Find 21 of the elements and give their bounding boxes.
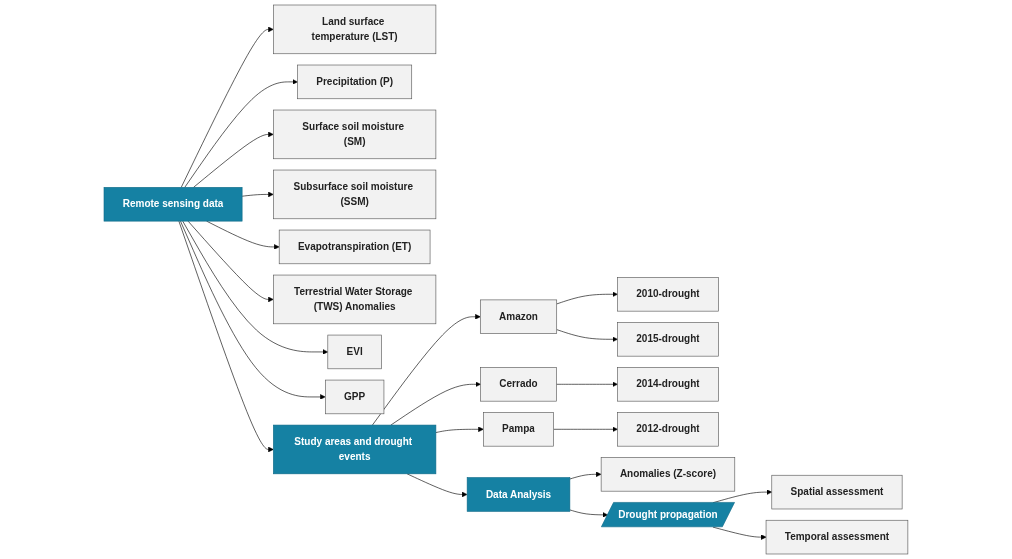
- node-box: Terrestrial Water Storage (TWS) Anomalies: [273, 274, 437, 325]
- node-box: 2015-drought: [617, 322, 719, 357]
- node-box: Temporal assessment: [765, 519, 909, 555]
- node-box: 2014-drought: [617, 367, 719, 402]
- node-box: Pampa: [483, 412, 555, 447]
- node-box: Precipitation (P): [297, 64, 413, 100]
- node-box: Surface soil moisture (SM): [273, 109, 437, 160]
- node-box: Data Analysis: [466, 477, 571, 512]
- node-box: GPP: [325, 379, 385, 415]
- node-box: Cerrado: [480, 367, 557, 402]
- node-box: Remote sensing data: [103, 187, 243, 222]
- node-box: Amazon: [480, 299, 558, 334]
- node-box: EVI: [327, 334, 382, 370]
- node-box: Subsurface soil moisture (SSM): [273, 169, 437, 220]
- node-box: Evapotranspiration (ET): [278, 229, 431, 265]
- node-box: Study areas and drought events: [273, 424, 437, 475]
- node-box: Spatial assessment: [771, 474, 903, 510]
- node-box: Land surface temperature (LST): [273, 4, 437, 55]
- node-box: 2010-drought: [617, 277, 719, 312]
- node-box: Anomalies (Z-score): [600, 457, 736, 492]
- node-box: 2012-drought: [617, 412, 719, 447]
